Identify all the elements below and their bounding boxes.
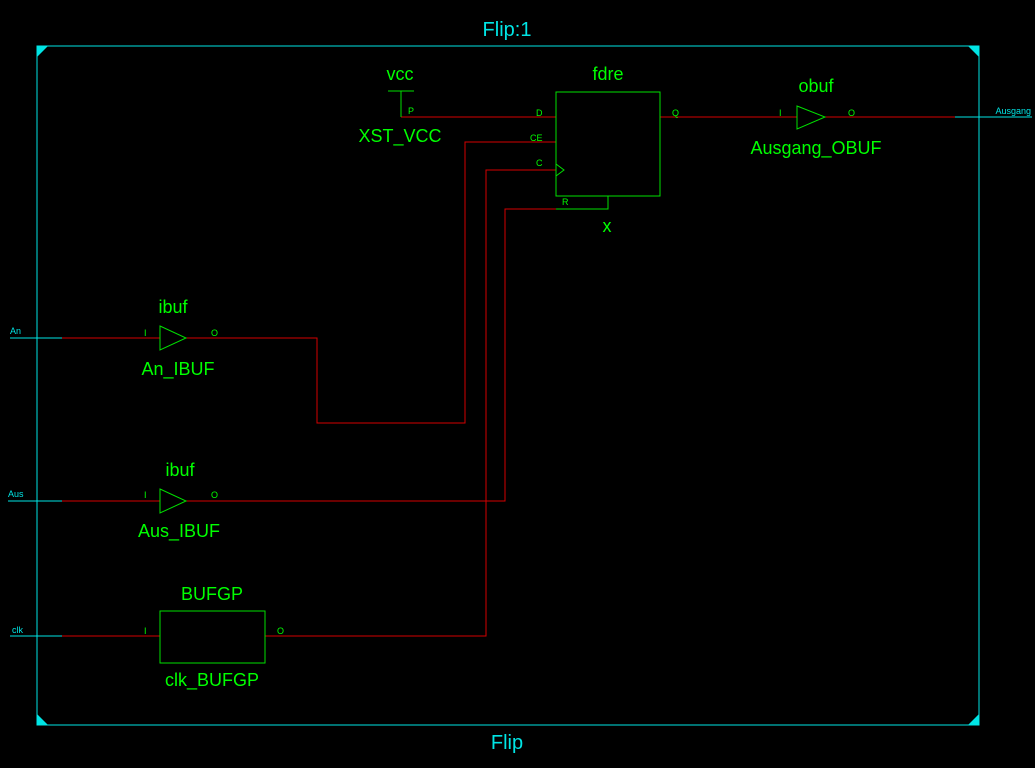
net-aus-ibuf[interactable] [186,208,556,502]
vcc-pin-p: P [408,106,414,116]
sheet-frame [36,45,980,726]
port-ausgang-label: Ausgang [995,106,1031,116]
obuf-pin-o: O [848,108,855,118]
fdre-pin-q: Q [672,108,679,118]
fdre-cell[interactable]: fdre D CE C R Q x [530,64,679,236]
vcc-instance-label: XST_VCC [358,126,441,147]
aus-ibuf-cell[interactable]: ibuf I O Aus_IBUF [138,460,220,542]
schematic-footer: Flip [491,732,523,754]
port-an[interactable]: An [10,326,62,339]
aus-ibuf-pin-i: I [144,490,147,500]
net-clk-bufgp[interactable] [265,169,556,637]
port-clk-label: clk [12,625,23,635]
aus-ibuf-pin-o: O [211,490,218,500]
port-ausgang[interactable]: Ausgang [955,106,1032,118]
fdre-pin-c: C [536,158,543,168]
aus-ibuf-instance-label: Aus_IBUF [138,521,220,542]
fdre-pin-r: R [562,197,569,207]
port-aus[interactable]: Aus [8,489,62,502]
fdre-pin-d: D [536,108,543,118]
bufgp-instance-label: clk_BUFGP [165,670,259,691]
port-clk[interactable]: clk [10,625,62,637]
bufgp-pin-o: O [277,626,284,636]
fdre-instance-label: x [603,216,612,236]
aus-ibuf-type-label: ibuf [165,460,195,480]
an-ibuf-cell[interactable]: ibuf I O An_IBUF [141,297,218,380]
bufgp-pin-i: I [144,626,147,636]
an-ibuf-type-label: ibuf [158,297,188,317]
schematic-title: Flip:1 [483,19,532,41]
port-an-label: An [10,326,21,336]
obuf-pin-i: I [779,108,782,118]
an-ibuf-pin-o: O [211,328,218,338]
bufgp-cell[interactable]: BUFGP I O clk_BUFGP [144,584,284,691]
bufgp-type-label: BUFGP [181,584,243,604]
an-ibuf-pin-i: I [144,328,147,338]
fdre-pin-ce: CE [530,133,543,143]
obuf-cell[interactable]: obuf I O Ausgang_OBUF [750,76,881,159]
obuf-instance-label: Ausgang_OBUF [750,138,881,159]
an-ibuf-instance-label: An_IBUF [141,359,214,380]
fdre-type-label: fdre [592,64,623,84]
net-an-ibuf[interactable] [186,141,556,424]
obuf-type-label: obuf [798,76,834,96]
port-aus-label: Aus [8,489,24,499]
vcc-cell[interactable]: vcc P XST_VCC [358,64,441,147]
vcc-type-label: vcc [387,64,414,84]
